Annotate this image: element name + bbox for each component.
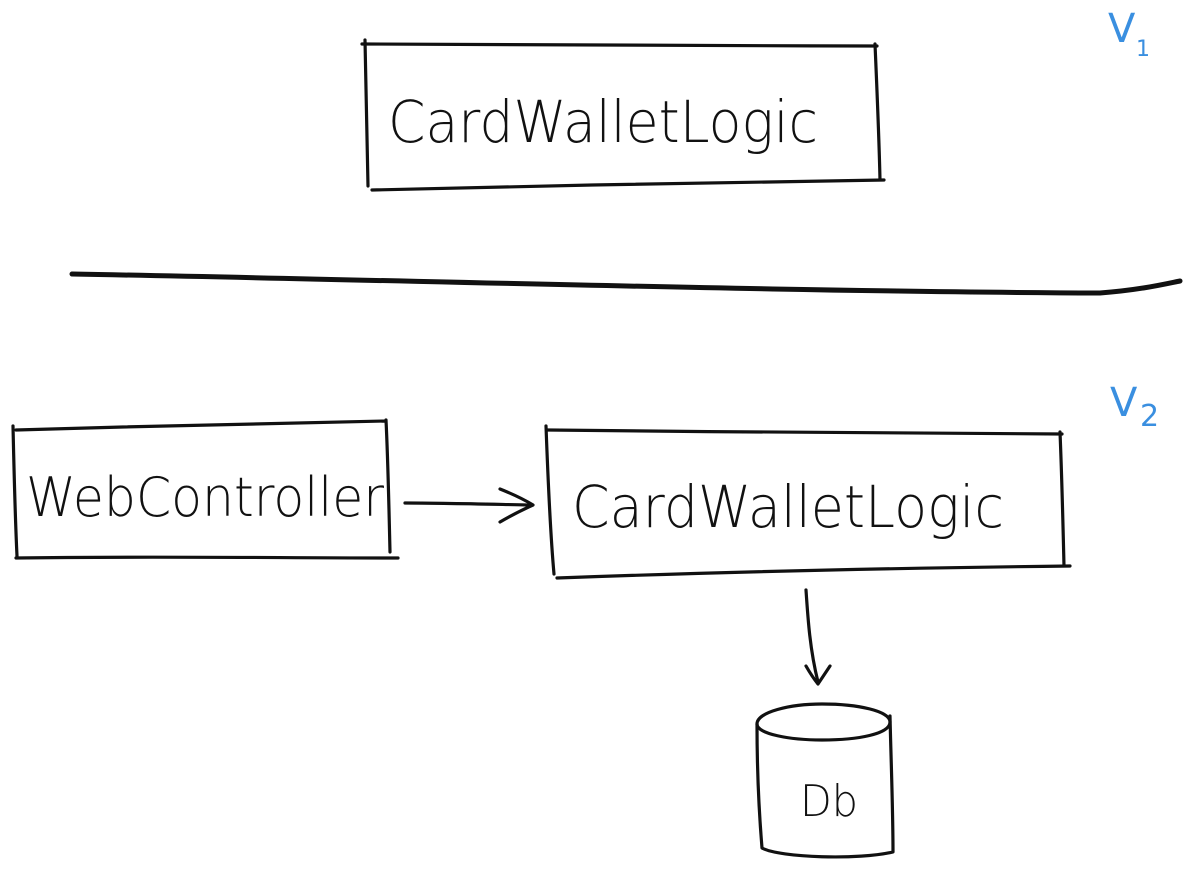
version-2-letter: V (1110, 380, 1138, 426)
web-controller-box-outline (11, 418, 400, 560)
v2-card-wallet-logic-label: CardWalletLogic (572, 473, 1004, 541)
arrow-controller-to-logic (403, 487, 535, 524)
web-controller-label: WebController (26, 466, 385, 529)
web-controller-box: WebController (11, 418, 400, 560)
version-1-label: V 1 (1108, 6, 1150, 62)
v1-box-outline (360, 38, 886, 192)
db-label: Db (800, 776, 858, 827)
db-top-ellipse (755, 702, 892, 742)
version-1-letter: V (1108, 6, 1136, 52)
arrow-head (498, 487, 535, 524)
version-1-subscript: 1 (1136, 37, 1150, 62)
db-body (755, 714, 895, 859)
arrow-shaft (804, 588, 820, 684)
v2-card-wallet-logic-box: CardWalletLogic (544, 424, 1072, 580)
v1-card-wallet-logic-label: CardWalletLogic (388, 88, 818, 156)
arrow-head (804, 664, 832, 686)
v2-box-outline (544, 424, 1072, 580)
arrow-logic-to-db (804, 588, 832, 686)
arrow-shaft (403, 501, 532, 507)
db-cylinder: Db (755, 702, 895, 859)
version-2-subscript: 2 (1140, 399, 1159, 434)
v1-card-wallet-logic-box: CardWalletLogic (360, 38, 886, 192)
version-divider-line (69, 271, 1183, 296)
version-2-label: V 2 (1110, 380, 1159, 434)
